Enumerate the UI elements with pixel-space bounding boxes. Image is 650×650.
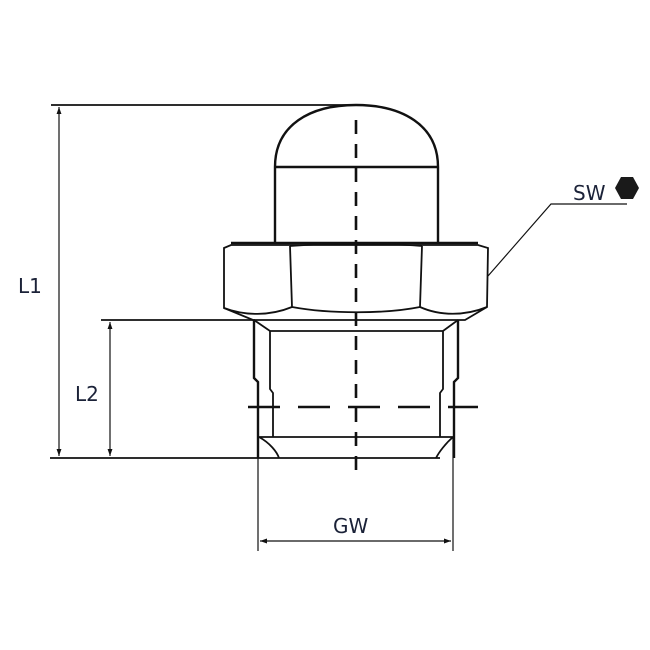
dome-cap — [273, 103, 440, 168]
hex-face-left — [223, 245, 293, 315]
thread-body-outer — [252, 320, 460, 458]
hex-nut — [223, 244, 489, 321]
hexagon-icon — [615, 177, 639, 199]
sw-label: SW — [573, 181, 606, 205]
l1-label: L1 — [18, 274, 42, 298]
hex-face-right — [419, 245, 488, 315]
gw-label: GW — [333, 514, 368, 538]
sw-leader-line — [487, 203, 627, 277]
thread-body-inner — [253, 319, 459, 437]
l2-label: L2 — [75, 382, 99, 406]
